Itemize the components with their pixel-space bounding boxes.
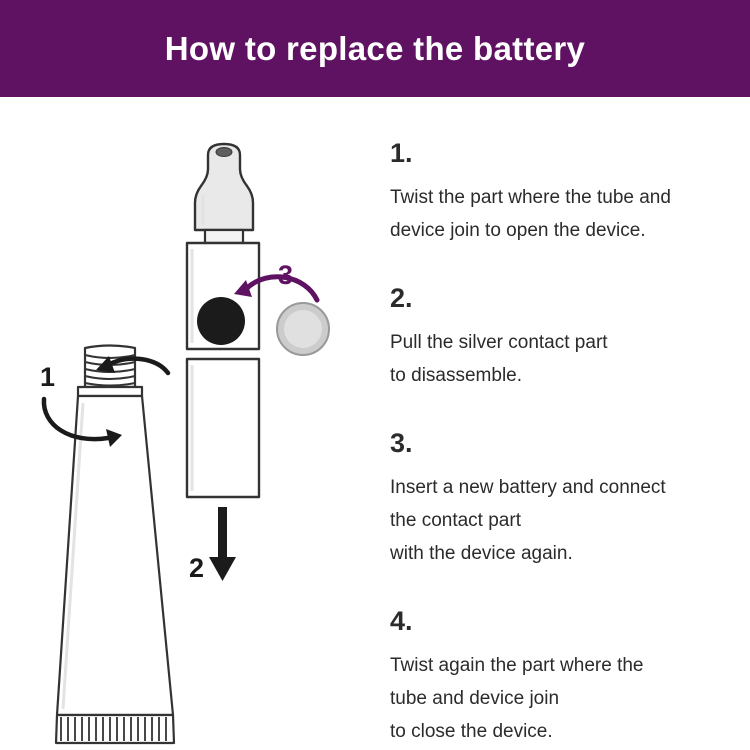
insert-arrow-3 (244, 274, 320, 303)
battery (197, 297, 245, 345)
twist-arrow-top-head (96, 356, 115, 373)
step2-marker: 2 (189, 553, 204, 583)
tube-crimp (54, 713, 176, 745)
pull-arrow-2-head (209, 557, 236, 581)
device-neck-ring (203, 228, 245, 245)
twist-arrow-top (107, 356, 171, 376)
step1-marker: 1 (40, 362, 55, 392)
step-3-text-line: with the device again. (390, 543, 573, 564)
twist-arrow-left-head (106, 429, 122, 447)
device-lower-body (185, 357, 261, 499)
step-2: 2. Pull the silver contact part to disas… (390, 283, 738, 392)
step-4-number: 4. (390, 606, 413, 636)
tube-body-shade (61, 402, 85, 710)
step-4: 4. Twist again the part where the tube a… (390, 606, 738, 748)
step-2-text-line: Pull the silver contact part (390, 332, 608, 353)
steps-list: 1. Twist the part where the tube and dev… (390, 138, 738, 750)
step-1-number: 1. (390, 138, 413, 168)
tube-crimp-lines (60, 717, 167, 741)
tube-shoulder (76, 385, 144, 398)
step-3-number: 3. (390, 428, 413, 458)
step3-marker: 3 (278, 260, 293, 290)
insert-arrow-3-head (234, 280, 252, 297)
step-4-text-line: to close the device. (390, 721, 553, 742)
contact-coin-highlight (284, 310, 322, 348)
battery-replacement-illustration: 3 2 1 (40, 142, 330, 745)
step-3-text-line: the contact part (390, 510, 521, 531)
step-4-text-line: tube and device join (390, 688, 560, 709)
device-tip (193, 142, 255, 232)
page-title: How to replace the battery (164, 29, 586, 67)
step-1-text-line: device join to open the device. (390, 220, 646, 241)
twist-arrow-left (41, 396, 111, 442)
step-3: 3. Insert a new battery and connect the … (390, 428, 738, 570)
tip-hole-icon (215, 147, 233, 157)
step-2-number: 2. (390, 283, 413, 313)
step-1-text-line: Twist the part where the tube and (390, 187, 671, 208)
step-2-text-line: to disassemble. (390, 365, 523, 386)
step-1: 1. Twist the part where the tube and dev… (390, 138, 738, 247)
header-banner: How to replace the battery (0, 0, 750, 97)
step-4-text-line: Twist again the part where the (390, 655, 644, 676)
step-3-text-line: Insert a new battery and connect (390, 477, 666, 498)
pull-arrow-2-shaft (218, 507, 227, 559)
